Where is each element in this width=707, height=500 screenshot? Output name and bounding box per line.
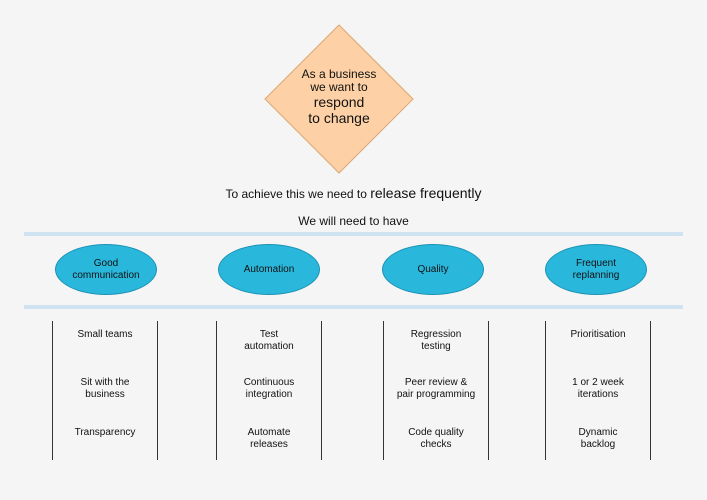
list-item: Small teams <box>77 329 133 340</box>
goal-diamond: As a business we want to respond to chan… <box>264 24 414 174</box>
list-item: Peer review & pair programming <box>396 377 476 400</box>
list-item: Transparency <box>74 427 136 438</box>
list-item: Dynamic backlog <box>578 427 618 450</box>
pillar-divider <box>650 321 651 460</box>
bottom-band <box>24 305 683 309</box>
pillar-divider <box>488 321 489 460</box>
list-item: Test automation <box>244 329 294 352</box>
goal-emphasis: release frequently <box>370 185 482 201</box>
pillar-title: Quality <box>417 263 449 275</box>
pillar-divider <box>216 321 217 460</box>
pillar-divider <box>157 321 158 460</box>
diamond-line-3: respond <box>313 94 365 110</box>
diamond-line-4: to change <box>308 110 370 126</box>
diamond-shape <box>264 24 414 174</box>
pillar-title: Frequent replanning <box>572 257 620 281</box>
pillar-title: Automation <box>243 263 295 275</box>
list-item: Code quality checks <box>408 427 464 450</box>
diamond-text: As a business we want to respond to chan… <box>264 67 414 127</box>
goal-statement: To achieve this we need to release frequ… <box>0 185 707 201</box>
pillar-title: Good communication <box>72 257 140 281</box>
goal-prefix: To achieve this we need to <box>225 187 371 201</box>
pillar-automation: Automation <box>218 244 320 295</box>
list-item: Prioritisation <box>570 329 626 340</box>
pillar-divider <box>321 321 322 460</box>
top-band <box>24 232 683 236</box>
list-item: Sit with the business <box>80 377 130 400</box>
diamond-line-2: we want to <box>310 80 368 94</box>
pillar-good-communication: Good communication <box>55 244 157 295</box>
list-item: Continuous integration <box>243 377 295 400</box>
pillar-divider <box>545 321 546 460</box>
list-item: Automate releases <box>247 427 291 450</box>
list-item: Regression testing <box>410 329 462 352</box>
pillar-divider <box>52 321 53 460</box>
list-item: 1 or 2 week iterations <box>572 377 624 400</box>
pillar-quality: Quality <box>382 244 484 295</box>
pillar-frequent-replanning: Frequent replanning <box>545 244 647 295</box>
diamond-line-1: As a business <box>301 67 377 81</box>
need-statement: We will need to have <box>298 214 409 228</box>
pillar-divider <box>383 321 384 460</box>
